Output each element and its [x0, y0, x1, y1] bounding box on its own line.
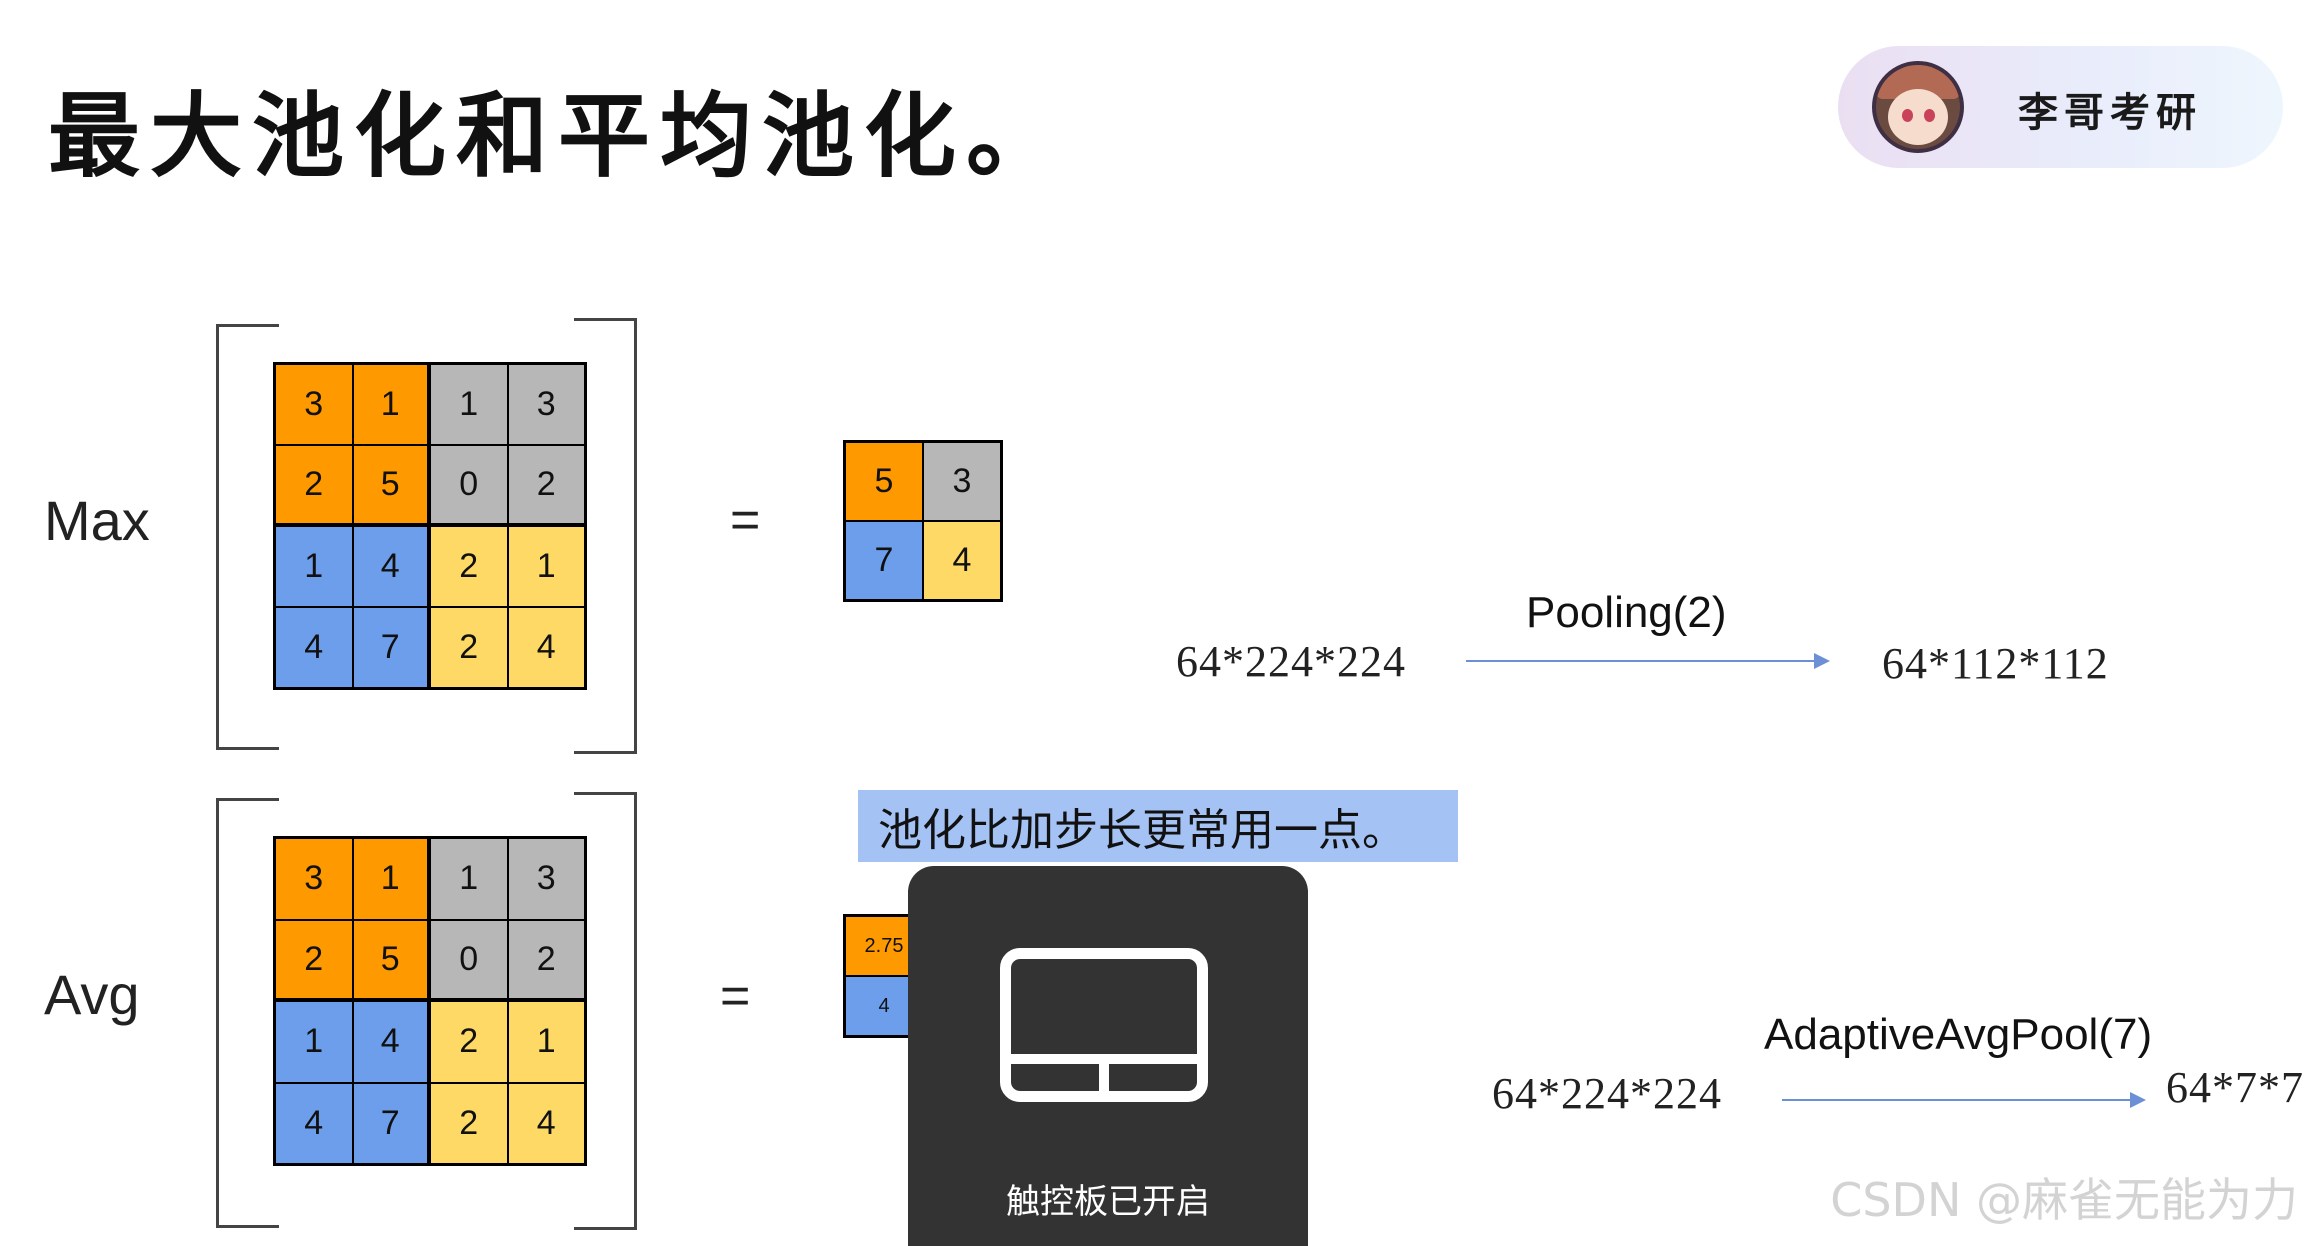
max-input-cell: 0 [430, 445, 508, 526]
avg-input-cell: 3 [507, 838, 585, 920]
brand-badge: 李哥考研 [1838, 46, 2283, 168]
max-input-cell: 4 [275, 607, 353, 688]
avg-input-cell: 5 [352, 919, 430, 1001]
max-output-cell: 5 [845, 442, 923, 521]
avg-input-cell: 1 [507, 1001, 585, 1083]
avg-left-bracket [216, 798, 279, 1228]
pooling-input-shape: 64*224*224 [1176, 637, 1406, 686]
avg-input-cell: 7 [352, 1082, 430, 1164]
max-right-bracket [574, 318, 637, 754]
avg-input-cell: 2 [430, 1082, 508, 1164]
max-equals: = [730, 491, 761, 549]
slide-title: 最大池化和平均池化。 [48, 82, 1069, 190]
pooling-op-label: Pooling(2) [1526, 588, 1727, 637]
pooling-arrow [1466, 653, 1830, 669]
max-input-cell: 1 [430, 364, 508, 445]
max-input-cell: 1 [507, 526, 585, 607]
max-input-cell: 2 [430, 607, 508, 688]
note-banner: 池化比加步长更常用一点。 [858, 790, 1458, 862]
max-output-cell: 7 [845, 521, 923, 600]
adaptive-op-label: AdaptiveAvgPool(7) [1764, 1010, 2153, 1059]
avg-input-cell: 3 [275, 838, 353, 920]
max-input-cell: 7 [352, 607, 430, 688]
max-input-cell: 3 [507, 364, 585, 445]
max-input-cell: 2 [430, 526, 508, 607]
touchpad-icon [1000, 948, 1208, 1102]
avg-input-cell: 4 [507, 1082, 585, 1164]
avg-equals: = [720, 967, 751, 1025]
avg-input-cell: 4 [352, 1001, 430, 1083]
max-input-cell: 1 [352, 364, 430, 445]
adaptive-arrow [1782, 1092, 2146, 1108]
avg-input-cell: 4 [275, 1082, 353, 1164]
pooling-output-shape: 64*112*112 [1882, 639, 2109, 688]
touchpad-osd-text: 触控板已开启 [1006, 1182, 1210, 1222]
max-input-cell: 4 [352, 526, 430, 607]
max-input-cell: 4 [507, 607, 585, 688]
avg-right-bracket [574, 792, 637, 1230]
adaptive-output-shape: 64*7*7 [2166, 1063, 2304, 1112]
avg-input-cell: 1 [430, 838, 508, 920]
max-label: Max [44, 489, 150, 552]
max-input-cell: 1 [275, 526, 353, 607]
watermark: CSDN @麻雀无能为力 [1830, 1173, 2298, 1227]
max-input-cell: 3 [275, 364, 353, 445]
max-input-cell: 2 [507, 445, 585, 526]
avg-label: Avg [44, 963, 140, 1026]
avg-input-cell: 1 [352, 838, 430, 920]
avg-input-cell: 1 [275, 1001, 353, 1083]
avg-input-cell: 2 [430, 1001, 508, 1083]
max-output-cell: 3 [923, 442, 1001, 521]
max-input-cell: 5 [352, 445, 430, 526]
avatar [1872, 61, 1964, 153]
max-output-cell: 4 [923, 521, 1001, 600]
brand-name: 李哥考研 [2018, 90, 2202, 136]
max-left-bracket [216, 324, 279, 750]
max-input-cell: 2 [275, 445, 353, 526]
adaptive-input-shape: 64*224*224 [1492, 1069, 1722, 1118]
touchpad-osd: 触控板已开启 [908, 866, 1308, 1246]
avg-input-cell: 0 [430, 919, 508, 1001]
avg-input-cell: 2 [275, 919, 353, 1001]
avg-input-cell: 2 [507, 919, 585, 1001]
